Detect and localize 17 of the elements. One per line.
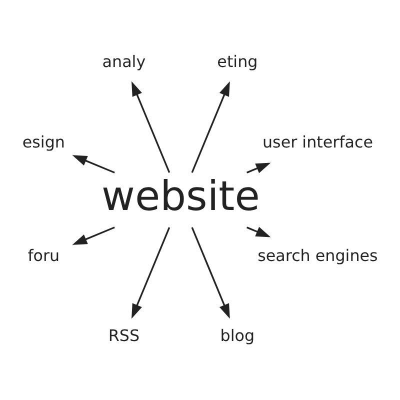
arrow — [191, 81, 230, 173]
node-text: esign — [22, 132, 65, 152]
arrow — [72, 226, 115, 245]
arrow — [246, 226, 271, 238]
node-text: analy — [102, 52, 146, 72]
node-text: blog — [220, 326, 255, 346]
arrow — [191, 227, 230, 319]
node-text: user interface — [262, 132, 373, 152]
arrow — [72, 155, 115, 174]
node-text: search engines — [258, 246, 378, 265]
node-text: foru — [28, 246, 60, 265]
node-text: RSS — [108, 326, 140, 346]
arrow — [132, 81, 170, 173]
arrow — [246, 162, 271, 174]
node-text: website — [102, 172, 260, 220]
node-text: eting — [217, 52, 258, 72]
arrow — [132, 227, 170, 319]
